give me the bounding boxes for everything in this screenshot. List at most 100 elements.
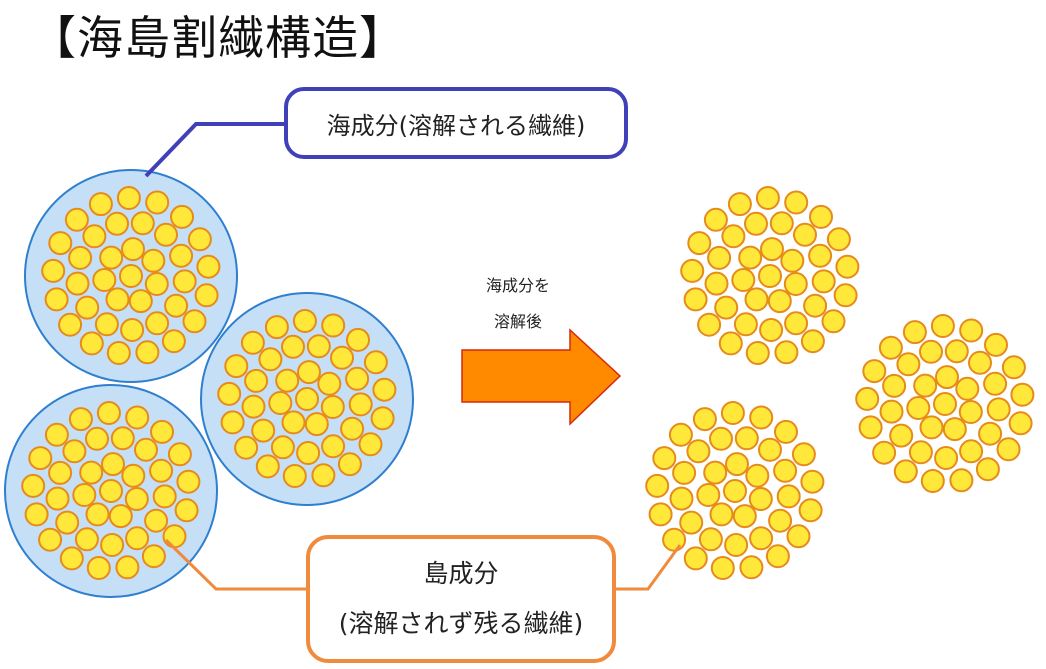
island-fiber bbox=[800, 469, 825, 494]
island-fiber bbox=[835, 254, 860, 279]
island-fiber bbox=[128, 289, 153, 314]
island-fiber bbox=[773, 458, 798, 483]
island-fiber bbox=[902, 320, 927, 345]
island-fiber bbox=[55, 510, 80, 535]
island-fiber bbox=[783, 272, 808, 296]
island-fiber bbox=[255, 454, 280, 479]
island-fiber bbox=[145, 311, 170, 336]
island-fiber bbox=[295, 387, 319, 411]
island-fiber bbox=[703, 460, 728, 485]
page-title: 【海島割繊構造】 bbox=[30, 11, 406, 65]
island-fiber bbox=[833, 283, 858, 308]
island-fiber bbox=[241, 394, 266, 419]
island-fiber bbox=[96, 401, 121, 425]
island-fiber bbox=[64, 207, 89, 232]
island-fiber bbox=[645, 473, 670, 498]
island-fiber bbox=[662, 527, 687, 552]
island-fiber bbox=[44, 422, 69, 447]
island-fiber bbox=[683, 546, 708, 571]
island-fiber bbox=[110, 426, 135, 451]
island-fiber bbox=[908, 440, 933, 465]
island-fiber bbox=[858, 415, 883, 440]
island-fiber bbox=[174, 498, 199, 523]
island-fiber bbox=[79, 331, 104, 356]
island-fiber bbox=[296, 441, 321, 465]
island-fiber bbox=[372, 377, 397, 402]
island-fiber bbox=[363, 350, 388, 375]
island-fiber bbox=[800, 329, 825, 354]
island-fiber bbox=[65, 271, 90, 296]
island-fiber bbox=[721, 224, 746, 249]
island-fiber bbox=[74, 527, 99, 552]
island-fiber bbox=[196, 254, 221, 279]
island-fiber bbox=[244, 368, 269, 393]
island-fiber bbox=[105, 211, 129, 236]
island-fiber bbox=[281, 410, 306, 435]
island-fiber bbox=[696, 483, 721, 507]
island-fiber bbox=[996, 437, 1021, 462]
island-fiber bbox=[709, 426, 733, 451]
island-fiber bbox=[85, 502, 110, 527]
island-fiber bbox=[652, 446, 677, 471]
island-fiber bbox=[692, 407, 717, 432]
island-fiber bbox=[144, 508, 169, 533]
island-fiber bbox=[784, 311, 809, 336]
island-fiber bbox=[141, 248, 166, 273]
island-fiber bbox=[320, 395, 345, 419]
island-fiber bbox=[258, 347, 283, 372]
island-fiber bbox=[268, 391, 293, 415]
island-fiber bbox=[270, 435, 295, 460]
island-fiber bbox=[82, 224, 107, 249]
island-fiber bbox=[149, 458, 174, 483]
fiber-bundles-after bbox=[645, 186, 1035, 580]
island-fiber bbox=[130, 211, 155, 236]
island-fiber bbox=[340, 416, 365, 441]
island-fiber bbox=[687, 231, 712, 256]
island-fiber bbox=[889, 423, 914, 448]
island-fiber bbox=[734, 426, 759, 451]
island-leader-line-left bbox=[164, 538, 306, 591]
island-fiber bbox=[933, 392, 957, 416]
island-fiber bbox=[370, 406, 395, 431]
island-fiber bbox=[58, 312, 83, 337]
island-fiber bbox=[776, 484, 801, 509]
island-fiber bbox=[264, 315, 289, 340]
island-fiber bbox=[774, 340, 799, 365]
island-fiber bbox=[718, 331, 743, 356]
island-fiber bbox=[68, 245, 93, 270]
island-fiber bbox=[709, 502, 734, 527]
island-fiber bbox=[769, 211, 794, 236]
island-component-title: 島成分 bbox=[423, 559, 499, 588]
island-fiber bbox=[821, 309, 846, 334]
island-fiber bbox=[725, 452, 749, 477]
island-fiber bbox=[234, 435, 259, 460]
island-fiber bbox=[346, 327, 370, 352]
island-fiber bbox=[872, 440, 897, 465]
island-fiber bbox=[99, 245, 124, 270]
island-fiber bbox=[106, 341, 131, 365]
island-fiber bbox=[348, 392, 373, 417]
island-fiber bbox=[172, 269, 197, 294]
island-fiber bbox=[240, 330, 265, 355]
island-fiber bbox=[731, 268, 756, 292]
island-fiber bbox=[767, 289, 792, 314]
island-fiber bbox=[297, 360, 321, 385]
island-fiber bbox=[811, 269, 836, 294]
island-fiber bbox=[986, 397, 1011, 422]
island-fiber bbox=[251, 418, 276, 443]
island-fiber bbox=[744, 211, 768, 236]
island-fiber bbox=[698, 527, 723, 552]
island-fiber bbox=[748, 487, 773, 511]
island-fiber bbox=[41, 258, 66, 283]
process-arrow bbox=[461, 328, 622, 426]
island-fiber bbox=[124, 487, 149, 511]
island-fiber bbox=[306, 334, 331, 359]
island-fiber bbox=[862, 359, 887, 384]
island-fiber bbox=[125, 526, 150, 551]
island-fiber bbox=[744, 287, 769, 312]
island-fiber bbox=[679, 510, 704, 535]
island-fiber bbox=[220, 410, 245, 435]
island-fiber bbox=[714, 295, 739, 320]
island-fiber bbox=[141, 544, 166, 569]
